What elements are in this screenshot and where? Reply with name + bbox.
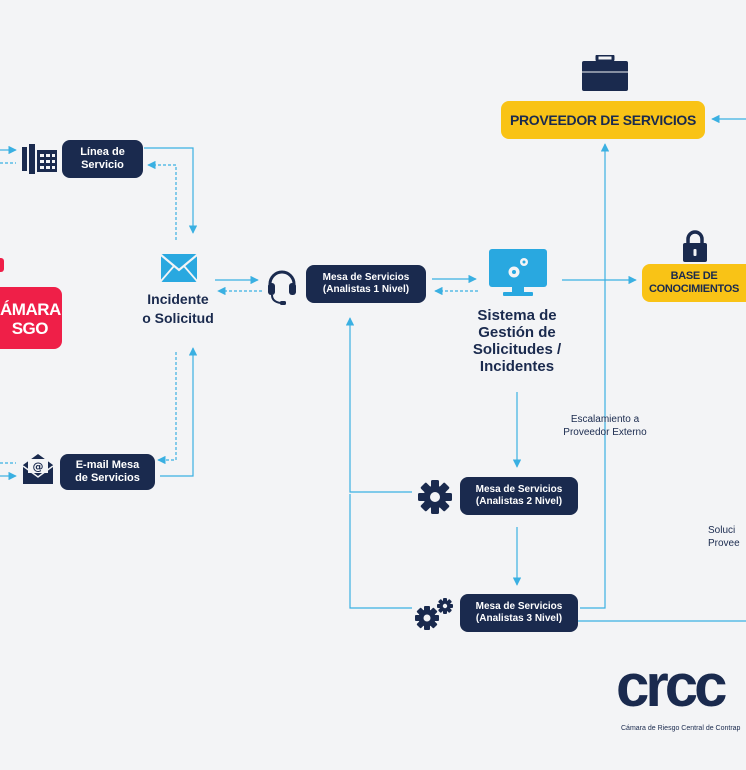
mesa-servicios-3-node: Mesa de Servicios (Analistas 3 Nivel) xyxy=(460,594,578,632)
dash-incidente-linea xyxy=(147,160,177,240)
linea-servicio-node: Línea de Servicio xyxy=(62,140,143,178)
arrow-email-incidente xyxy=(160,347,198,477)
svg-text:@: @ xyxy=(33,460,44,473)
arrow-escalamiento xyxy=(580,143,610,609)
email-mesa-node: E-mail Mesa de Servicios xyxy=(60,454,155,490)
headset-icon xyxy=(268,270,296,305)
escalamiento-label: Escalamiento a Proveedor Externo xyxy=(563,414,647,438)
envelope-icon xyxy=(161,254,197,282)
arrow-mesa2-mesa1 xyxy=(345,317,412,493)
gear-icon xyxy=(418,480,452,514)
incidente-label: Incidente o Solicitud xyxy=(142,291,214,326)
phone-fax-icon xyxy=(22,144,57,174)
mesa-servicios-1-node: Mesa de Servicios (Analistas 1 Nivel) xyxy=(306,265,426,303)
base-conocimientos-node: BASE DE CONOCIMIENTOS xyxy=(642,264,746,302)
briefcase-icon xyxy=(582,55,628,91)
dash-incidente-email xyxy=(157,352,177,465)
sistema-gestion-label: Sistema de Gestión de Solicitudes / Inci… xyxy=(472,307,562,375)
mesa-servicios-2-node: Mesa de Servicios (Analistas 2 Nivel) xyxy=(460,477,578,515)
email-at-icon: @ xyxy=(22,454,54,484)
proveedor-servicios-node: PROVEEDOR DE SERVICIOS xyxy=(501,101,705,139)
gears-icon xyxy=(415,598,453,630)
lock-icon xyxy=(683,230,707,262)
monitor-gears-icon xyxy=(489,249,547,296)
crcc-logo: crcc xyxy=(616,652,727,719)
camara-icon-fragment xyxy=(0,258,4,272)
solucion-label: Soluci Provee xyxy=(708,525,740,549)
camara-node: ÁMARA SGO xyxy=(0,287,62,349)
line-mesa3-mesa1 xyxy=(349,494,412,609)
crcc-logo-subtitle: Cámara de Riesgo Central de Contrap xyxy=(621,725,741,732)
arrow-linea-incidente xyxy=(144,147,198,234)
